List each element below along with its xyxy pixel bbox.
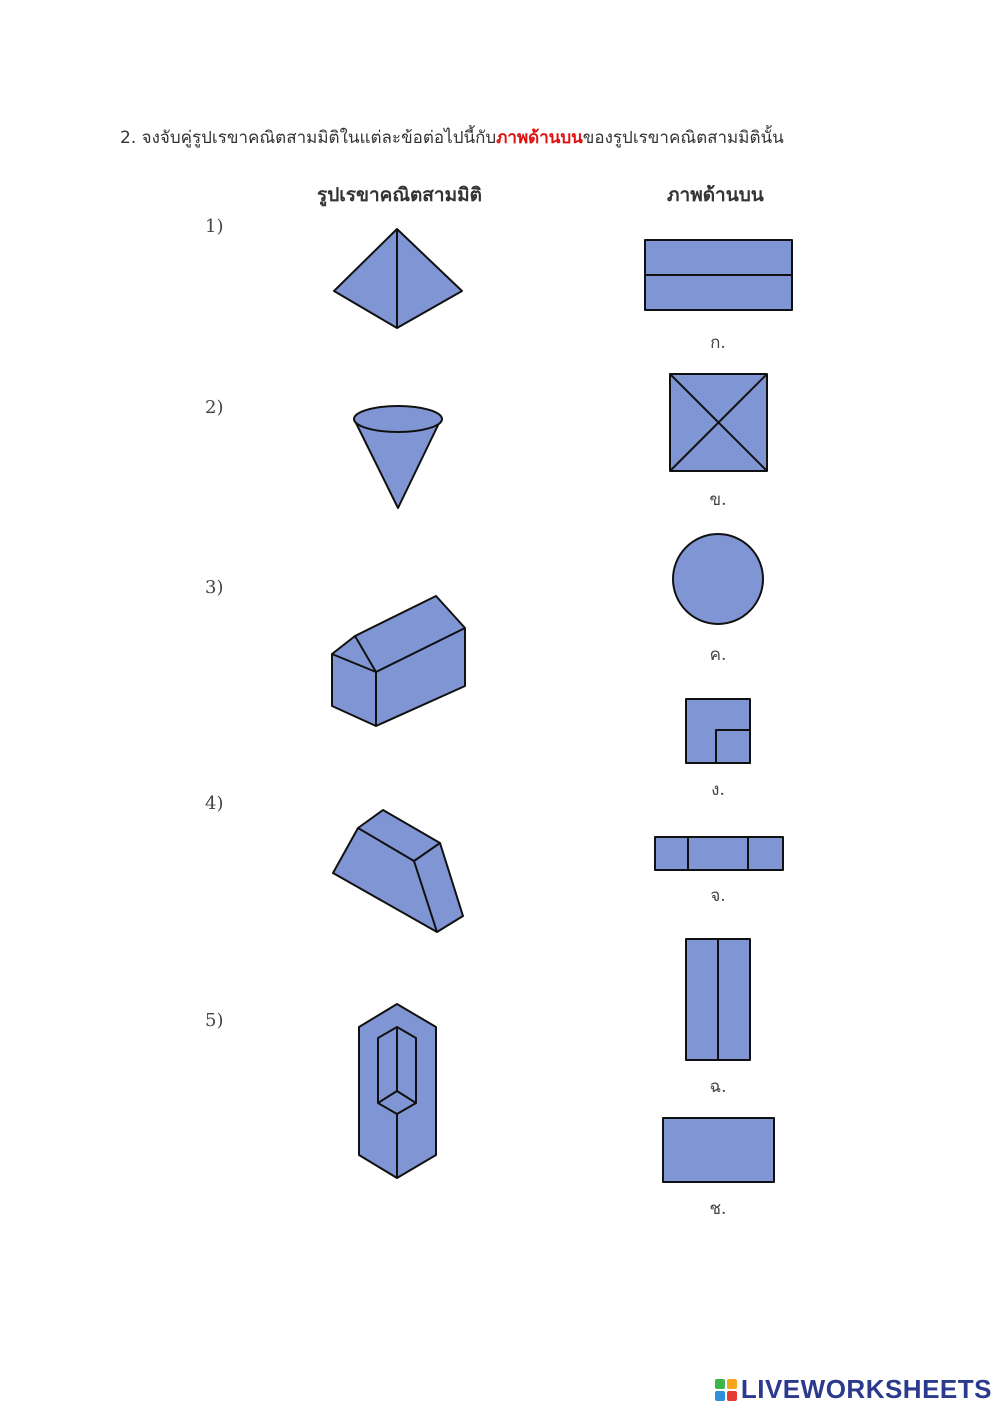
- column-header-top-view: ภาพด้านบน: [667, 184, 764, 206]
- top-view-option-b[interactable]: [668, 372, 770, 474]
- item-number-3: 3): [205, 577, 224, 598]
- logo-text: LIVEWORKSHEETS: [740, 1374, 992, 1404]
- l-shaped-prism-shape[interactable]: [354, 1000, 440, 1182]
- answer-label-b: ข.: [709, 490, 727, 510]
- top-view-option-f[interactable]: [684, 937, 754, 1063]
- top-view-option-e[interactable]: [653, 835, 785, 873]
- top-view-option-a[interactable]: [644, 238, 794, 312]
- top-view-option-d[interactable]: [684, 697, 754, 767]
- top-view-option-c[interactable]: [670, 531, 766, 627]
- answer-label-e: จ.: [710, 886, 726, 906]
- item-number-1: 1): [205, 216, 224, 237]
- top-view-option-g[interactable]: [661, 1116, 777, 1186]
- trapezoidal-prism-shape[interactable]: [328, 805, 468, 937]
- column-header-3d-shapes: รูปเรขาคณิตสามมิติ: [317, 184, 482, 206]
- item-number-2: 2): [205, 397, 224, 418]
- instruction-highlight: ภาพด้านบน: [496, 128, 583, 148]
- answer-label-g: ช.: [709, 1199, 727, 1219]
- liveworksheets-logo: LIVEWORKSHEETS: [714, 1374, 992, 1405]
- triangular-prism-shape[interactable]: [328, 592, 470, 732]
- answer-label-a: ก.: [710, 333, 726, 353]
- instruction-part-2: ของรูปเรขาคณิตสามมิตินั้น: [582, 128, 784, 148]
- item-number-4: 4): [205, 793, 224, 814]
- liveworksheets-mark-icon: [714, 1378, 737, 1401]
- answer-label-c: ค.: [709, 645, 727, 665]
- instruction-part-1: 2. จงจับคู่รูปเรขาคณิตสามมิติในแต่ละข้อต…: [120, 128, 497, 148]
- answer-label-f: ฉ.: [709, 1077, 727, 1097]
- item-number-5: 5): [205, 1010, 224, 1031]
- cone-shape[interactable]: [350, 402, 446, 512]
- instruction-text: 2. จงจับคู่รูปเรขาคณิตสามมิติในแต่ละข้อต…: [120, 124, 784, 151]
- square-pyramid-shape[interactable]: [330, 226, 466, 332]
- answer-label-d: ง.: [711, 780, 725, 800]
